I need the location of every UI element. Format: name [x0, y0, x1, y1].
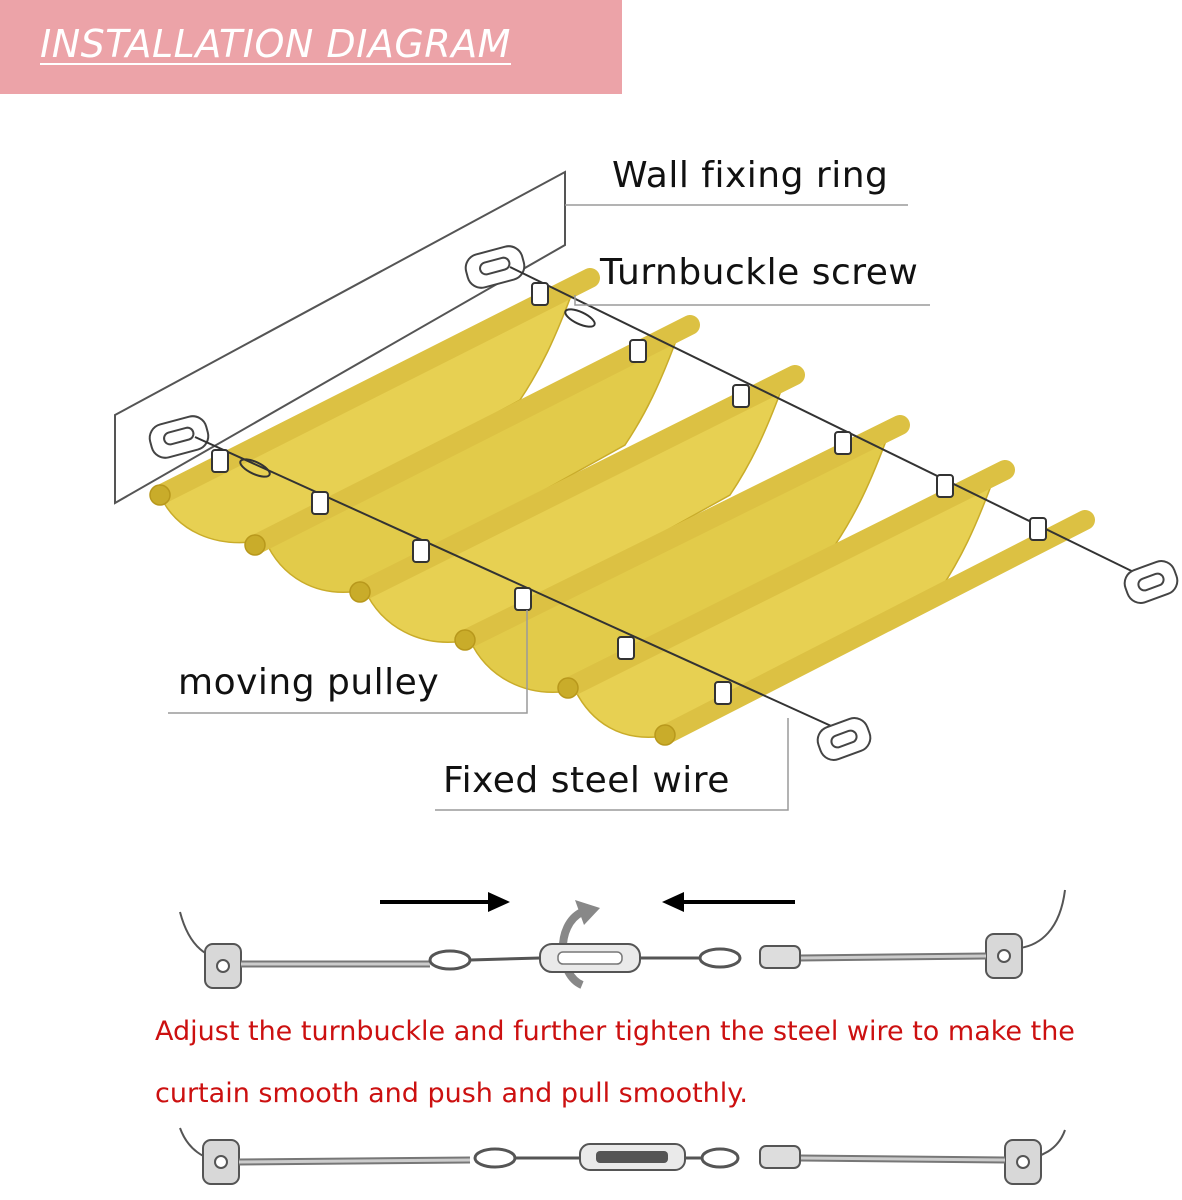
turnbuckle-small-icons	[239, 308, 596, 478]
canopy-rods	[149, 268, 1095, 746]
arrow-left-icon	[662, 892, 795, 912]
caption-line-2: curtain smooth and push and pull smoothl…	[155, 1078, 748, 1109]
arrow-right-icon	[380, 892, 510, 912]
caption-line-1: Adjust the turnbuckle and further tighte…	[155, 1016, 1075, 1047]
wall-panel	[114, 170, 566, 505]
ground-ring-right-icon	[1123, 560, 1179, 604]
moving-pulleys	[211, 282, 1047, 705]
wall-ring-right-icon	[464, 245, 526, 289]
ground-ring-left-icon	[816, 717, 872, 761]
turnbuckle-tight-assembly	[179, 1127, 1066, 1185]
label-turnbuckle-screw: Turnbuckle screw	[600, 252, 919, 293]
label-fixed-steel-wire: Fixed steel wire	[443, 760, 730, 801]
wall-ring-left-icon	[148, 415, 210, 459]
label-moving-pulley: moving pulley	[178, 662, 440, 703]
canopy-panels	[159, 283, 997, 738]
turnbuckle-loose-assembly	[179, 889, 1066, 989]
label-wall-fixing-ring: Wall fixing ring	[612, 155, 889, 196]
leader-lines	[168, 204, 930, 811]
header-title: INSTALLATION DIAGRAM	[40, 22, 511, 66]
wire-clip-icon	[759, 945, 801, 969]
header-banner: INSTALLATION DIAGRAM	[0, 0, 622, 94]
